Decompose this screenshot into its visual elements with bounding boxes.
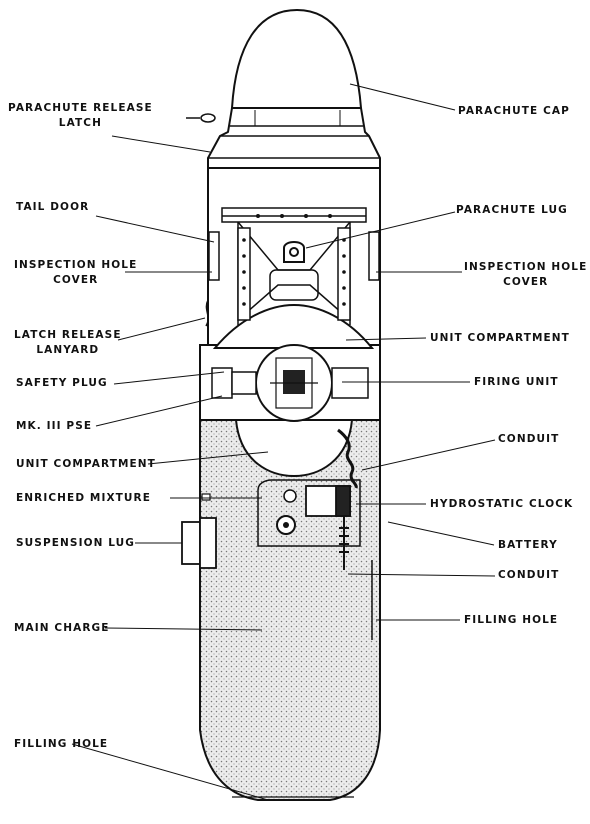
inspection-cover-left-shape (208, 231, 220, 281)
label-latch-release-lanyard: LATCH RELEASE LANYARD (14, 328, 122, 358)
label-latch-release-lanyard-line2: LANYARD (36, 344, 100, 356)
label-parachute-release-latch-line1: PARACHUTE RELEASE (8, 102, 153, 114)
label-main-charge: MAIN CHARGE (14, 622, 110, 634)
firing-unit-shape (255, 344, 333, 422)
label-firing-unit: FIRING UNIT (474, 376, 559, 388)
label-unit-compartment-lower: UNIT COMPARTMENT (16, 458, 156, 470)
label-parachute-release-latch-line2: LATCH (58, 117, 102, 129)
label-safety-plug: SAFETY PLUG (16, 377, 108, 389)
label-inspection-hole-cover-left: INSPECTION HOLE COVER (14, 258, 137, 288)
label-enriched-mixture: ENRICHED MIXTURE (16, 492, 151, 504)
unit-compartment-lower (234, 419, 354, 478)
conduit-coil (337, 428, 358, 489)
label-mk-iii-pse: MK. III PSE (16, 420, 93, 432)
label-latch-release-lanyard-line1: LATCH RELEASE (14, 329, 122, 341)
latch-pin-icon (186, 113, 216, 123)
battery-shape (339, 516, 349, 570)
label-parachute-lug: PARACHUTE LUG (456, 204, 568, 216)
label-tail-door: TAIL DOOR (16, 201, 90, 213)
label-inspection-hole-cover-right: INSPECTION HOLE COVER (464, 260, 587, 290)
rivet-strip-right (337, 227, 351, 321)
parachute-lug-icon (283, 241, 305, 263)
label-inspection-hole-cover-left-line2: COVER (53, 274, 99, 286)
parachute-cap-shape (231, 9, 362, 109)
main-charge-fill (199, 419, 381, 801)
inspection-cover-right-shape (368, 231, 380, 281)
label-unit-compartment-upper: UNIT COMPARTMENT (430, 332, 570, 344)
safety-plug-shape (211, 367, 257, 399)
label-filling-hole-right: FILLING HOLE (464, 614, 559, 626)
label-inspection-hole-cover-right-line1: INSPECTION HOLE (464, 261, 588, 273)
label-inspection-hole-cover-right-line2: COVER (503, 276, 549, 288)
unit-compartment-upper (212, 303, 375, 349)
pse-shape (331, 367, 369, 399)
label-parachute-release-latch: PARACHUTE RELEASE LATCH (8, 101, 153, 131)
label-battery: BATTERY (498, 539, 558, 551)
label-filling-hole-bottom: FILLING HOLE (14, 738, 109, 750)
lanyard-shape (205, 299, 209, 327)
label-conduit-lower: CONDUIT (498, 569, 560, 581)
hydrostatic-clock-shape (305, 485, 351, 517)
tail-cone-shape (207, 107, 381, 169)
rivet-strip-left (237, 227, 251, 321)
label-conduit-upper: CONDUIT (498, 433, 560, 445)
label-suspension-lug: SUSPENSION LUG (16, 537, 136, 549)
label-inspection-hole-cover-left-line1: INSPECTION HOLE (14, 259, 138, 271)
label-hydrostatic-clock: HYDROSTATIC CLOCK (430, 498, 574, 510)
label-parachute-cap: PARACHUTE CAP (458, 105, 570, 117)
suspension-lug-shape (181, 517, 217, 569)
leader-lines (71, 83, 496, 801)
